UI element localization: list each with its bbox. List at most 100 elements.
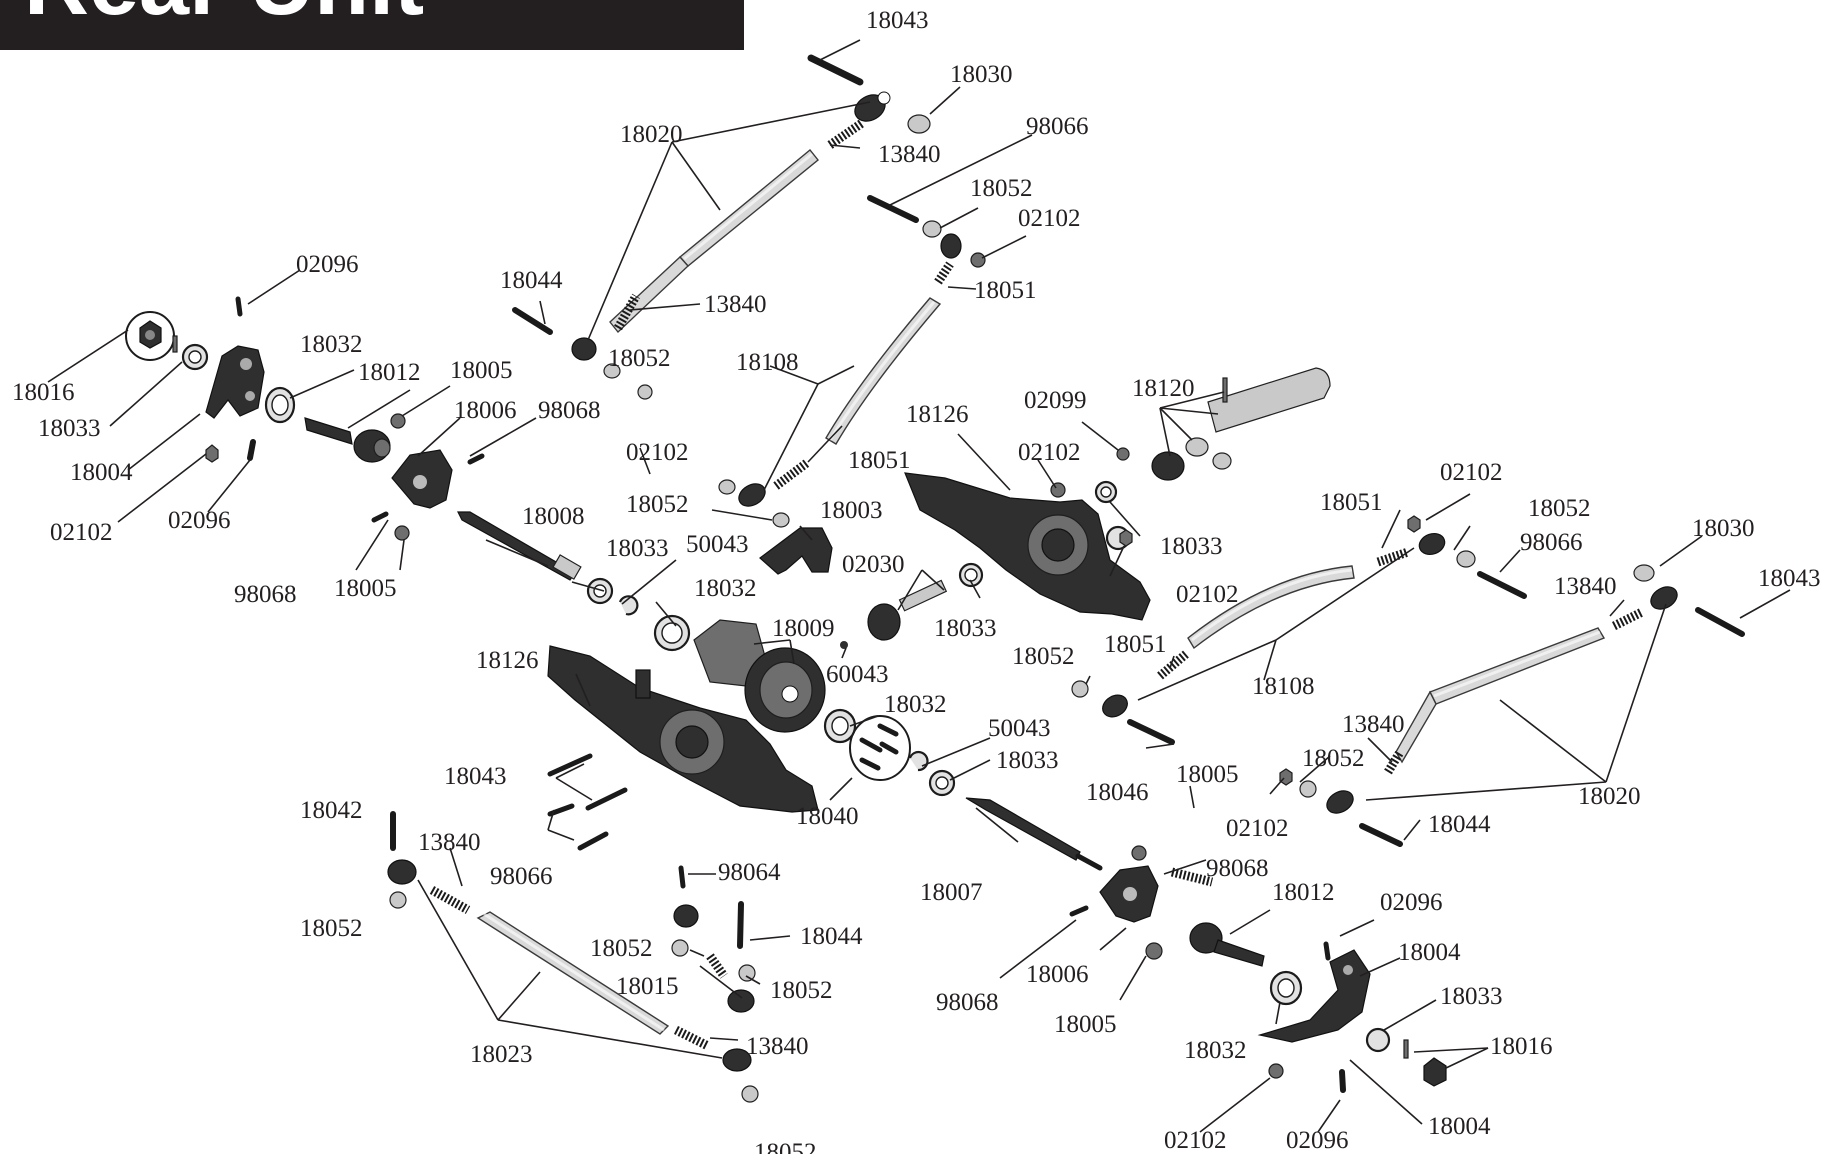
part-labels: 18043 18030 18020 13840 98066 18052 0210…	[12, 7, 1821, 1154]
part-label: 98068	[936, 989, 999, 1016]
part-label: 18032	[1184, 1037, 1247, 1064]
part-label: 18052	[590, 935, 653, 962]
part-label: 18003	[820, 497, 883, 524]
part-label: 02102	[1226, 815, 1289, 842]
part-label: 18006	[454, 397, 517, 424]
part-label: 02099	[1024, 387, 1087, 414]
part-label: 18004	[1428, 1113, 1491, 1140]
part-label: 02102	[626, 439, 689, 466]
part-label: 18108	[1252, 673, 1315, 700]
part-label: 18033	[1160, 533, 1223, 560]
part-label: 18051	[1320, 489, 1383, 516]
part-label: 98066	[1026, 113, 1089, 140]
part-label: 18030	[950, 61, 1013, 88]
part-label: 02096	[168, 507, 231, 534]
part-label: 02030	[842, 551, 905, 578]
part-label: 18044	[800, 923, 863, 950]
part-label: 18052	[1302, 745, 1365, 772]
upper-link-left	[609, 149, 819, 334]
page-title: Rear Unit	[24, 0, 424, 34]
part-label: 18016	[1490, 1033, 1553, 1060]
title-banner: Rear Unit	[0, 0, 744, 50]
part-label: 18052	[608, 345, 671, 372]
part-label: 18020	[620, 121, 683, 148]
part-label: 50043	[686, 531, 749, 558]
part-label: 13840	[746, 1033, 809, 1060]
screw-18043-top	[807, 54, 864, 86]
part-label: 18005	[334, 575, 397, 602]
part-label: 18005	[450, 357, 513, 384]
part-label: 18126	[906, 401, 969, 428]
part-label: 18126	[476, 647, 539, 674]
part-label: 18046	[1086, 779, 1149, 806]
part-label: 18044	[500, 267, 563, 294]
part-label: 18052	[626, 491, 689, 518]
part-label: 18052	[770, 977, 833, 1004]
part-label: 98066	[490, 863, 553, 890]
part-label: 18004	[70, 459, 133, 486]
part-label: 98068	[538, 397, 601, 424]
part-label: 13840	[704, 291, 767, 318]
part-label: 18033	[996, 747, 1059, 774]
part-label: 18052	[754, 1139, 817, 1154]
part-label: 18044	[1428, 811, 1491, 838]
part-label: 18051	[1104, 631, 1167, 658]
part-label: 18052	[300, 915, 363, 942]
part-label: 18108	[736, 349, 799, 376]
part-label: 13840	[878, 141, 941, 168]
part-label: 18043	[866, 7, 929, 34]
part-label: 18023	[470, 1041, 533, 1068]
part-label: 18033	[934, 615, 997, 642]
part-label: 18005	[1176, 761, 1239, 788]
part-label: 18005	[1054, 1011, 1117, 1038]
part-label: 18032	[300, 331, 363, 358]
part-label: 18043	[1758, 565, 1821, 592]
part-label: 02102	[1164, 1127, 1227, 1154]
part-label: 18032	[694, 575, 757, 602]
part-label: 02102	[1018, 439, 1081, 466]
part-label: 18040	[796, 803, 859, 830]
leader-lines	[47, 39, 1791, 1133]
part-label: 18016	[12, 379, 75, 406]
part-label: 18052	[1012, 643, 1075, 670]
part-label: 98068	[1206, 855, 1269, 882]
part-label: 18052	[1528, 495, 1591, 522]
part-label: 02096	[1286, 1127, 1349, 1154]
part-label: 18120	[1132, 375, 1195, 402]
part-label: 18006	[1026, 961, 1089, 988]
part-label: 18033	[38, 415, 101, 442]
part-label: 02102	[1176, 581, 1239, 608]
part-label: 18007	[920, 879, 983, 906]
part-label: 18008	[522, 503, 585, 530]
part-label: 18015	[616, 973, 679, 1000]
rod-end-top	[854, 91, 891, 122]
part-label: 18012	[1272, 879, 1335, 906]
part-label: 18012	[358, 359, 421, 386]
part-label: 13840	[1554, 573, 1617, 600]
part-label: 18052	[970, 175, 1033, 202]
part-label: 98066	[1520, 529, 1583, 556]
part-label: 18043	[444, 763, 507, 790]
part-label: 13840	[1342, 711, 1405, 738]
part-label: 18020	[1578, 783, 1641, 810]
part-label: 60043	[826, 661, 889, 688]
part-label: 50043	[988, 715, 1051, 742]
part-label: 18033	[1440, 983, 1503, 1010]
part-label: 18032	[884, 691, 947, 718]
part-label: 18030	[1692, 515, 1755, 542]
part-label: 02102	[1440, 459, 1503, 486]
part-label: 18004	[1398, 939, 1461, 966]
part-label: 02102	[1018, 205, 1081, 232]
part-label: 13840	[418, 829, 481, 856]
part-label: 18033	[606, 535, 669, 562]
part-label: 18009	[772, 615, 835, 642]
part-label: 02096	[1380, 889, 1443, 916]
part-label: 18051	[974, 277, 1037, 304]
part-label: 02096	[296, 251, 359, 278]
part-label: 18042	[300, 797, 363, 824]
part-label: 02102	[50, 519, 113, 546]
parts-artwork	[125, 54, 1745, 1103]
part-label: 98068	[234, 581, 297, 608]
part-label: 18051	[848, 447, 911, 474]
